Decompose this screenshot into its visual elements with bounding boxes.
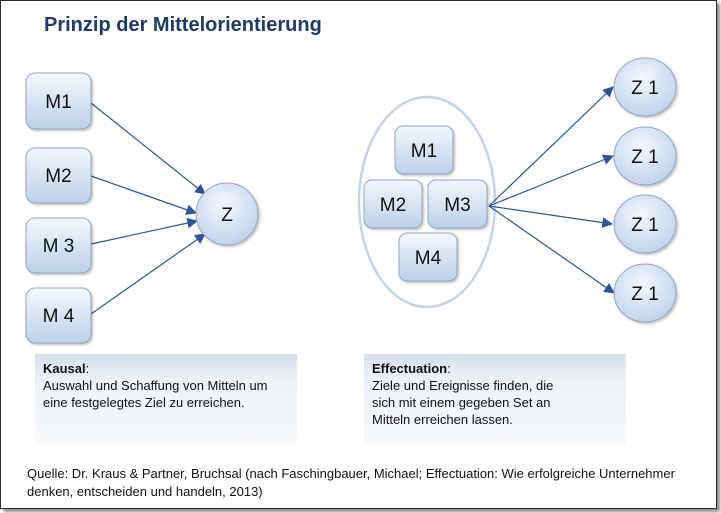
right-node-m1: M1 [394, 125, 454, 175]
right-node-m2: M2 [363, 179, 423, 229]
left-node-m3-label: M 3 [43, 236, 75, 257]
kausal-heading: Kausal [43, 361, 86, 376]
arrow-m3-to-z1-d [488, 205, 615, 294]
arrow-m3-to-z [90, 217, 199, 245]
right-goal-z1-d-label: Z 1 [631, 284, 658, 305]
right-node-m2-label: M2 [380, 195, 406, 216]
effectuation-heading: Effectuation [372, 361, 448, 376]
effectuation-colon: : [447, 361, 451, 376]
left-node-m2: M2 [25, 147, 92, 204]
right-goal-z1-d: Z 1 [613, 263, 677, 323]
right-node-m4-label: M4 [415, 248, 442, 269]
right-goal-z1-c: Z 1 [613, 194, 677, 254]
diagram-canvas: M1 M2 M 3 M 4 Z [25, 57, 677, 344]
page-title: Prinzip der Mittelorientierung [44, 14, 322, 36]
right-node-m1-label: M1 [411, 141, 437, 162]
effectuation-text: Ziele und Ereignisse finden, die sich mi… [372, 378, 554, 427]
left-node-m4-label: M 4 [43, 306, 75, 327]
kausal-caption: Kausal: Auswahl und Schaffung von Mittel… [35, 354, 297, 444]
left-node-m3: M 3 [25, 217, 92, 274]
right-node-m3-label: M3 [444, 195, 470, 216]
means-set-ellipse [357, 95, 497, 309]
right-goal-z1-b: Z 1 [613, 126, 677, 186]
right-node-m4: M4 [398, 232, 458, 282]
effectuation-caption: Effectuation: Ziele und Ereignisse finde… [364, 354, 626, 444]
right-goal-z1-a: Z 1 [613, 57, 677, 117]
left-means-group: M1 M2 M 3 M 4 [25, 72, 92, 344]
left-node-m1-label: M1 [45, 92, 71, 113]
right-goal-z1-b-label: Z 1 [631, 147, 658, 168]
arrow-m3-to-z1-b [488, 154, 615, 207]
right-goal-z1-a-label: Z 1 [631, 78, 658, 99]
left-goal-z: Z [195, 182, 259, 246]
left-arrows [90, 102, 206, 315]
arrow-m4-to-z [90, 233, 206, 315]
left-node-m1: M1 [25, 72, 92, 130]
arrow-m3-to-z1-a [488, 86, 614, 207]
right-goals-group: Z 1 Z 1 Z 1 Z 1 [613, 57, 677, 323]
left-node-m2-label: M2 [45, 166, 71, 187]
kausal-colon: : [85, 361, 90, 376]
right-goal-z1-c-label: Z 1 [631, 215, 658, 236]
arrow-m3-to-z1-c [488, 205, 614, 228]
kausal-text: Auswahl und Schaffung von Mitteln um ein… [43, 378, 268, 410]
arrow-m2-to-z [90, 175, 198, 215]
right-node-m3: M3 [427, 179, 488, 229]
source-citation: Quelle: Dr. Kraus & Partner, Bruchsal (n… [27, 466, 675, 499]
left-goal-z-label: Z [221, 205, 233, 226]
arrow-m1-to-z [90, 102, 206, 195]
right-arrows [488, 86, 615, 294]
right-means-group: M1 M2 M3 M4 [363, 125, 488, 282]
left-node-m4: M 4 [25, 287, 92, 344]
